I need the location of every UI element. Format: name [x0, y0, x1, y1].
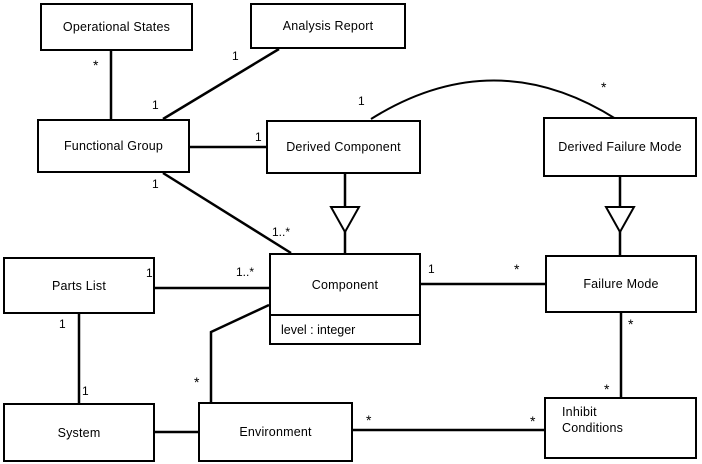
class-failure-mode[interactable]: Failure Mode: [545, 255, 697, 313]
class-name-component: Component: [311, 277, 379, 292]
class-environment[interactable]: Environment: [198, 402, 353, 462]
multiplicity-functional-group-top: 1: [152, 98, 159, 112]
class-name-system: System: [57, 425, 101, 440]
class-derived-failure-mode[interactable]: Derived Failure Mode: [543, 117, 697, 177]
multiplicity-functional-group-bottom: 1: [152, 177, 159, 191]
multiplicity-environment-right: *: [366, 412, 372, 428]
multiplicity-derived-failure-mode-arc: *: [601, 79, 607, 95]
multiplicity-system-top: 1: [82, 384, 89, 398]
class-name-derived-failure-mode: Derived Failure Mode: [558, 140, 682, 154]
class-system[interactable]: System: [3, 403, 155, 462]
generalization-derived-failure-mode-to-failure-mode: [604, 177, 636, 255]
class-operational-states[interactable]: Operational States: [40, 3, 193, 51]
multiplicity-failure-mode-left: *: [514, 261, 520, 277]
multiplicity-derived-component-left: 1: [255, 130, 262, 144]
class-name-parts-list: Parts List: [51, 278, 107, 293]
association-functional-group-component: [162, 171, 292, 255]
class-parts-list[interactable]: Parts List: [3, 257, 155, 314]
multiplicity-parts-list-right: 1: [146, 266, 153, 280]
class-name-failure-mode: Failure Mode: [583, 277, 659, 291]
association-derived-component-derived-failure-mode: [370, 79, 617, 120]
multiplicity-derived-component-arc: 1: [358, 94, 365, 108]
class-component[interactable]: Component level : integer: [269, 253, 421, 345]
multiplicity-inhibit-conditions-top: *: [604, 381, 610, 397]
multiplicity-environment-top: *: [194, 374, 200, 390]
class-inhibit-conditions[interactable]: Inhibit Conditions: [544, 397, 697, 459]
association-analysis-report-functional-group: [162, 47, 280, 121]
class-name-operational-states: Operational States: [62, 20, 171, 34]
association-component-environment: [209, 303, 270, 402]
class-name-derived-component: Derived Component: [286, 140, 401, 154]
class-name-environment: Environment: [239, 425, 312, 439]
multiplicity-component-left: 1..*: [236, 265, 255, 279]
class-name-inhibit-conditions: Inhibit Conditions: [562, 405, 624, 435]
multiplicity-component-upper-left: 1..*: [272, 225, 291, 239]
multiplicity-component-right: 1: [428, 262, 435, 276]
generalization-derived-component-to-component: [329, 174, 361, 253]
multiplicity-parts-list-bottom: 1: [59, 317, 66, 331]
class-analysis-report[interactable]: Analysis Report: [250, 3, 406, 49]
multiplicity-analysis-report: 1: [232, 49, 239, 63]
class-name-analysis-report: Analysis Report: [282, 19, 374, 33]
class-name-functional-group: Functional Group: [63, 139, 164, 153]
class-attribute-component-level: level : integer: [271, 314, 419, 343]
multiplicity-operational-states: *: [93, 57, 99, 73]
class-derived-component[interactable]: Derived Component: [266, 120, 421, 174]
multiplicity-failure-mode-bottom: *: [628, 316, 634, 332]
multiplicity-inhibit-conditions-left: *: [530, 413, 536, 429]
class-functional-group[interactable]: Functional Group: [37, 119, 190, 173]
